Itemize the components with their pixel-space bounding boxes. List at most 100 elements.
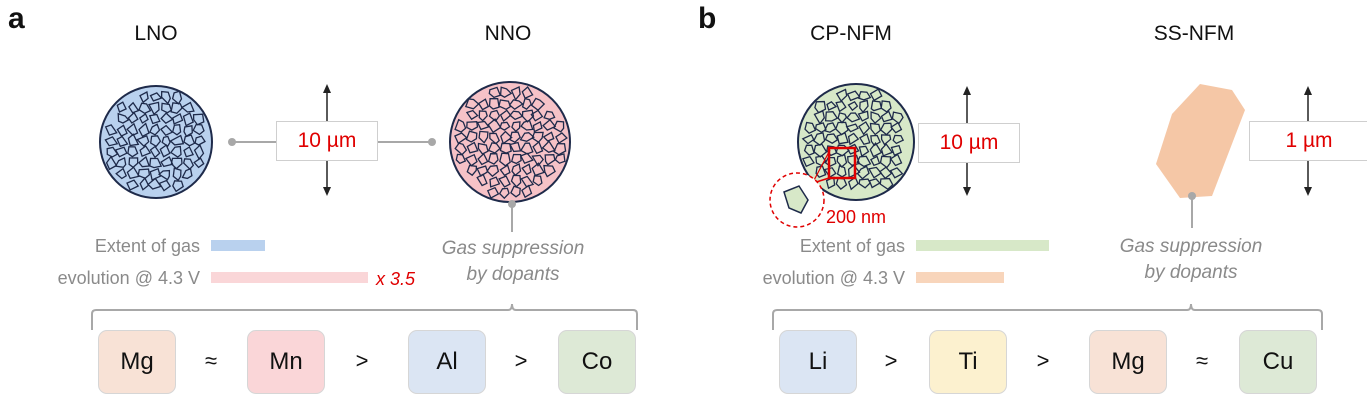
- grain: [553, 120, 565, 133]
- grain: [858, 145, 870, 158]
- grain: [138, 113, 149, 124]
- grain: [858, 133, 871, 145]
- grain: [106, 146, 119, 158]
- gas-label-line2-a: evolution @ 4.3 V: [57, 268, 200, 288]
- grain: [159, 124, 174, 136]
- grain: [836, 165, 847, 178]
- grain: [803, 144, 815, 156]
- grain: [161, 102, 173, 114]
- ss-gas-bar: [916, 272, 1004, 283]
- grain: [835, 88, 848, 103]
- grain: [825, 176, 836, 190]
- operator: ≈: [1195, 348, 1209, 373]
- grain: [466, 164, 478, 177]
- grain: [804, 121, 817, 134]
- grain: [823, 122, 837, 133]
- grain: [139, 145, 152, 158]
- grain: [857, 110, 869, 122]
- grain: [169, 145, 182, 158]
- grain: [182, 112, 195, 127]
- grain: [836, 153, 848, 168]
- grain: [464, 153, 478, 167]
- grain: [521, 163, 532, 176]
- grain: [487, 142, 501, 154]
- grain: [127, 146, 139, 158]
- gas-label-line2-b: evolution @ 4.3 V: [762, 268, 905, 288]
- grain: [160, 112, 174, 125]
- suppression-line2-a: by dopants: [466, 264, 560, 285]
- grain: [509, 141, 522, 153]
- grain: [530, 97, 546, 112]
- grain: [857, 91, 872, 101]
- operator: ≈: [204, 348, 218, 373]
- grain: [498, 175, 511, 188]
- scale-label-a: 10 µm: [276, 121, 378, 161]
- grain: [880, 110, 893, 123]
- grain: [170, 157, 183, 170]
- grain: [183, 146, 195, 158]
- grain: [870, 155, 881, 167]
- element-box: Mn: [247, 330, 325, 394]
- grain: [172, 167, 182, 182]
- grain: [487, 153, 499, 165]
- grain: [104, 124, 118, 136]
- grain: [126, 166, 141, 180]
- grain: [148, 101, 160, 116]
- grain: [477, 152, 489, 166]
- grain: [147, 177, 162, 190]
- grain: [114, 156, 127, 168]
- grain: [500, 130, 513, 145]
- grain: [511, 163, 522, 177]
- grain: [532, 140, 544, 155]
- grain: [802, 155, 815, 168]
- grain: [454, 132, 468, 145]
- grain: [824, 156, 837, 167]
- grain: [193, 157, 205, 169]
- grain: [532, 175, 543, 187]
- grain: [128, 101, 140, 114]
- grain: [508, 99, 524, 111]
- grain: [157, 169, 171, 181]
- grain: [149, 92, 163, 102]
- grain: [126, 122, 139, 136]
- ratio-label: x 3.5: [376, 269, 416, 289]
- grain: [487, 118, 502, 134]
- grain: [115, 167, 128, 180]
- grain: [149, 157, 163, 169]
- grain: [454, 118, 467, 133]
- grain: [499, 164, 511, 177]
- element-box: Mg: [1089, 330, 1167, 394]
- grain: [116, 124, 128, 137]
- grain: [847, 100, 859, 112]
- grain: [814, 122, 827, 134]
- grain: [138, 122, 150, 138]
- grain: [835, 177, 848, 190]
- grain: [181, 167, 193, 180]
- grain: [879, 122, 893, 136]
- element-box: Ti: [929, 330, 1007, 394]
- grain: [510, 174, 522, 188]
- grain: [126, 179, 140, 191]
- grain: [555, 132, 568, 145]
- grain: [823, 167, 837, 178]
- operator: >: [355, 348, 369, 373]
- grain: [858, 178, 871, 189]
- lno-title: LNO: [134, 22, 178, 45]
- grain: [869, 88, 883, 102]
- grain: [543, 164, 556, 178]
- inset-scale-label: 200 nm: [826, 207, 887, 227]
- connector-dot-left: [228, 138, 236, 146]
- grain: [149, 135, 162, 148]
- cp-nfm-particle: [797, 83, 915, 201]
- grain: [170, 102, 183, 115]
- grain: [193, 144, 205, 161]
- grain: [148, 113, 161, 125]
- grain: [836, 132, 849, 145]
- grain: [869, 141, 883, 158]
- grain: [117, 112, 130, 124]
- bracket-a: [91, 303, 638, 330]
- grain: [868, 178, 881, 189]
- grain: [880, 100, 892, 113]
- grain: [159, 144, 171, 158]
- grain: [476, 173, 488, 187]
